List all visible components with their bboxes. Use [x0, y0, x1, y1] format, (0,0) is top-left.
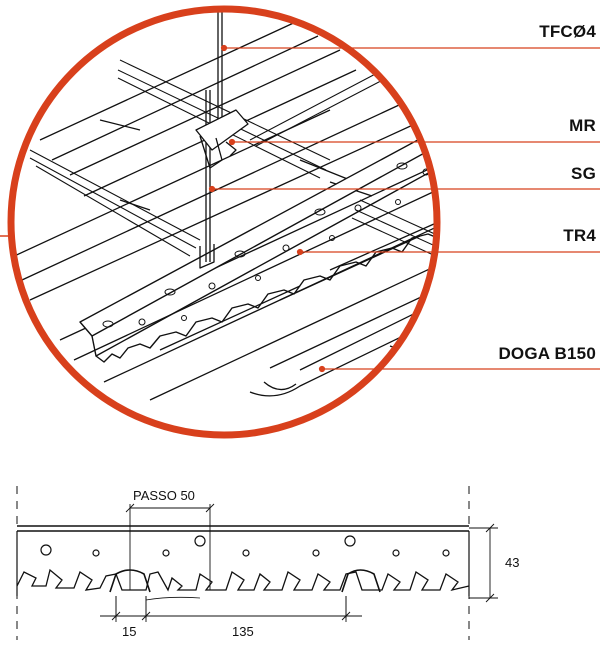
carrier-channels — [29, 39, 437, 269]
tr4-rail — [79, 127, 437, 363]
detail-circle — [7, 5, 441, 439]
section-serration — [16, 568, 470, 592]
pitch-label: PASSO 50 — [133, 488, 195, 503]
callout-doga: DOGA B150 — [498, 344, 596, 363]
gap-label: 15 — [122, 624, 137, 639]
slat-clip-right — [341, 569, 381, 593]
height-dimension — [469, 523, 498, 603]
callout-tr4: TR4 — [563, 226, 596, 245]
width-dimensions — [100, 600, 362, 622]
extent-lines — [16, 486, 470, 640]
callout-leaders — [208, 44, 600, 373]
ceiling-slats — [11, 19, 437, 401]
section-holes — [40, 535, 450, 557]
callout-sg: SG — [571, 164, 596, 183]
pitch-dimension — [125, 503, 215, 590]
callout-mr: MR — [569, 116, 596, 135]
hanger-rod — [195, 9, 249, 269]
width-label: 135 — [232, 624, 254, 639]
cross-section — [16, 486, 498, 640]
height-label: 43 — [505, 555, 520, 570]
callout-tfc: TFCØ4 — [539, 22, 596, 41]
rail-top — [17, 525, 469, 532]
